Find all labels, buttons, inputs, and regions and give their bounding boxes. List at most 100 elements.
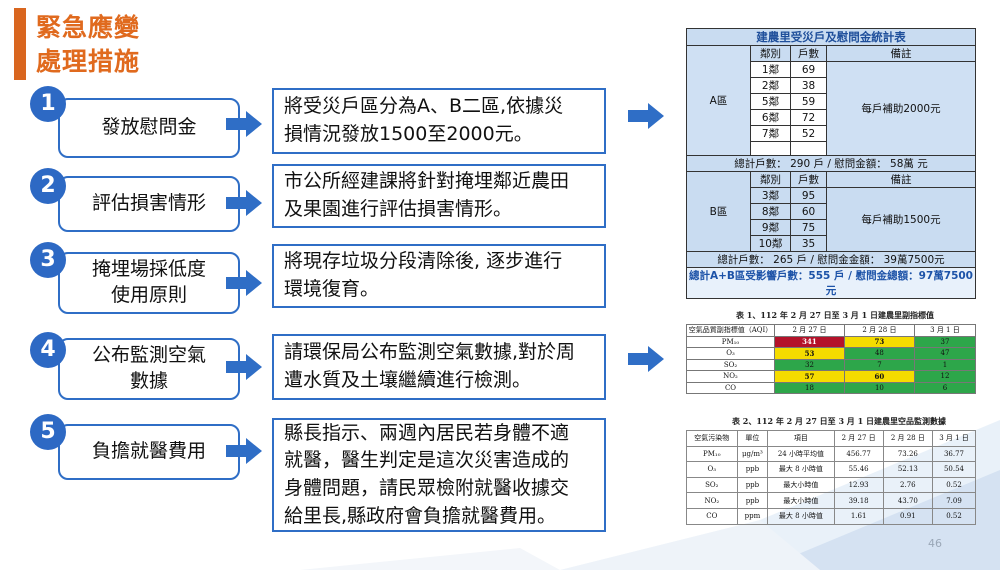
step-label-box: 負擔就醫費用 <box>58 424 240 480</box>
table-cell: 24 小時平均值 <box>767 445 835 463</box>
table-cell: 最大小時值 <box>767 476 835 494</box>
table-cell: 38 <box>790 77 827 94</box>
aqi-value-cell: 37 <box>913 335 977 348</box>
table-cell: 72 <box>790 109 827 126</box>
column-header: 空氣品質副指標值（AQI） <box>686 324 775 337</box>
column-header: 單位 <box>736 430 769 447</box>
aqi-sub-index-table: 空氣品質副指標值（AQI） 2 月 27 日 2 月 28 日 3 月 1 日 … <box>686 324 977 394</box>
right-arrow-icon <box>226 111 262 137</box>
table-cell: CO <box>686 507 738 525</box>
table-cell: 12.93 <box>833 476 884 494</box>
aqi-value-cell: 57 <box>774 370 845 383</box>
table-cell: 456.77 <box>833 445 884 463</box>
step-number-badge: 2 <box>30 168 66 204</box>
aqi-value-cell: 48 <box>843 347 915 360</box>
step-number-badge: 1 <box>30 86 66 122</box>
step-label-text: 公布監測空氣 <box>91 344 206 367</box>
table-cell-empty <box>790 141 827 156</box>
air-monitoring-table: 空氣污染物 單位 項目 2 月 27 日 2 月 28 日 3 月 1 日 PM… <box>686 430 977 525</box>
step-number-badge: 5 <box>30 414 66 450</box>
title-accent-bar <box>14 8 26 80</box>
step-description-line: 及果園進行評估損害情形。 <box>284 198 513 220</box>
table-cell: 75 <box>790 219 827 236</box>
column-header: 鄰別 <box>750 45 791 62</box>
table-cell: ppm <box>736 507 769 525</box>
step-description-line: 環境復育。 <box>284 278 380 300</box>
aqi-value-cell: 12 <box>913 370 977 383</box>
step-label-text: 評估損害情形 <box>91 192 206 215</box>
table-cell: O₃ <box>686 461 738 478</box>
step-description-box: 將現存垃圾分段清除後, 逐步進行 環境復育。 <box>272 244 606 308</box>
column-header: 鄰別 <box>750 171 791 188</box>
zone-b-label: B區 <box>686 171 751 252</box>
step-label-text: 負擔就醫費用 <box>91 440 206 463</box>
relief-table-title: 建農里受災戶及慰問金統計表 <box>686 28 976 46</box>
step-label-text: 掩埋場採低度 <box>91 258 206 281</box>
step-description-line: 將受災戶區分為A、B二區,依據災 <box>284 95 564 118</box>
table-cell: 73.26 <box>882 445 933 463</box>
table-cell: 0.91 <box>882 507 933 525</box>
table-cell: NO₂ <box>686 492 738 509</box>
right-arrow-icon <box>226 190 262 216</box>
aqi-value-cell: 73 <box>843 335 915 348</box>
column-header: 3 月 1 日 <box>913 324 977 337</box>
relief-fund-table: 建農里受災戶及慰問金統計表 A區 鄰別 戶數 備註 1鄰 69 每戶補助2000… <box>686 28 976 299</box>
aqi-value-cell: 6 <box>913 381 977 394</box>
table-cell: 2鄰 <box>750 77 791 94</box>
aqi-table-caption: 表 1、112 年 2 月 27 日至 3 月 1 日建農里副指標值 <box>736 310 934 320</box>
table-cell-empty <box>750 141 791 156</box>
step-description-line: 給里長,縣政府會負擔就醫費用。 <box>284 504 557 527</box>
step-label-text: 使用原則 <box>110 284 187 306</box>
table-cell: 9鄰 <box>750 219 791 236</box>
aqi-value-cell: 47 <box>913 347 977 360</box>
monitor-table-caption: 表 2、112 年 2 月 27 日至 3 月 1 日建農里空品監測數據 <box>732 416 946 426</box>
table-cell: 52 <box>790 125 827 142</box>
zone-a-label: A區 <box>686 45 751 156</box>
column-header: 空氣污染物 <box>686 430 738 447</box>
table-cell: 2.76 <box>882 476 933 494</box>
step-description-line: 損情況發放1500至2000元。 <box>284 123 533 145</box>
step-description-line: 身體問題，請民眾檢附就醫收據交 <box>284 477 570 499</box>
column-header: 2 月 27 日 <box>833 430 884 447</box>
column-header: 2 月 28 日 <box>843 324 915 337</box>
zone-b-note: 每戶補助1500元 <box>826 187 976 252</box>
table-cell: 3鄰 <box>750 187 791 204</box>
column-header: 備註 <box>826 45 976 62</box>
column-header: 備註 <box>826 171 976 188</box>
column-header: 項目 <box>767 430 835 447</box>
right-arrow-icon <box>628 103 664 129</box>
page-title-line-2: 處理措施 <box>36 47 141 76</box>
table-cell: 6鄰 <box>750 109 791 126</box>
page-title-line-1: 緊急應變 <box>36 13 141 42</box>
table-cell: 36.77 <box>931 445 977 463</box>
table-cell: ppb <box>736 492 769 509</box>
right-arrow-icon <box>628 346 664 372</box>
step-number-badge: 3 <box>30 242 66 278</box>
table-cell: 最大小時值 <box>767 492 835 509</box>
table-cell: 35 <box>790 235 827 252</box>
table-cell: 7鄰 <box>750 125 791 142</box>
step-description-box: 將受災戶區分為A、B二區,依據災 損情況發放1500至2000元。 <box>272 88 606 154</box>
step-description-line: 市公所經建課將針對掩埋鄰近農田 <box>284 170 570 193</box>
step-description-line: 請環保局公布監測空氣數據,對於周 <box>284 341 576 364</box>
table-cell: 1鄰 <box>750 61 791 78</box>
step-description-line: 遭水質及土壤繼續進行檢測。 <box>284 369 532 391</box>
column-header: 戶數 <box>790 171 827 188</box>
table-cell: 10鄰 <box>750 235 791 252</box>
aqi-value-cell: 10 <box>843 381 915 394</box>
table-cell: 43.70 <box>882 492 933 509</box>
zone-b-total: 總計戶數： 265 戶 / 慰問金金額： 39萬7500元 <box>686 251 976 268</box>
table-cell: 59 <box>790 93 827 110</box>
table-cell: 7.09 <box>931 492 977 509</box>
table-cell: 0.52 <box>931 476 977 494</box>
pollutant-name: PM₁₀ <box>686 335 775 348</box>
table-cell: 最大 8 小時值 <box>767 461 835 478</box>
pollutant-name: CO <box>686 381 775 394</box>
step-description-line: 縣長指示、兩週內居民若身體不適 <box>284 421 570 444</box>
